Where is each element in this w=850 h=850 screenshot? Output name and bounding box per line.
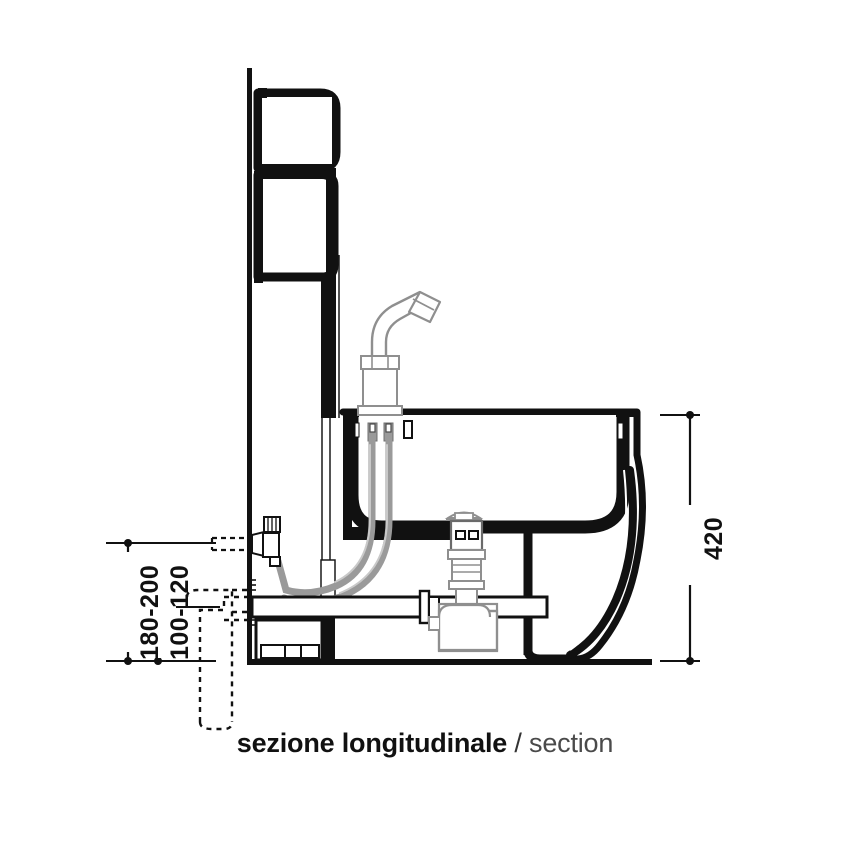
single-lever-mixer-tap: [357, 290, 442, 416]
caption-bold-part: sezione longitudinale: [236, 728, 508, 758]
dimension-label-180-200: 180-200: [136, 564, 164, 660]
dimension-420: [660, 411, 704, 665]
caption-separator: /: [507, 728, 530, 758]
horizontal-waste-pipe: [250, 589, 549, 625]
supply-hose-highlight: [334, 444, 388, 594]
drawing-caption: sezione longitudinale / section: [0, 728, 850, 759]
floor-line: [247, 659, 652, 667]
dimension-label-420: 420: [700, 516, 728, 560]
hidden-waste-connection-dashed: [185, 588, 249, 731]
dimension-label-100-120: 100-120: [166, 564, 194, 660]
installation-frame-cistern: [253, 88, 341, 663]
bottle-trap: [428, 602, 499, 653]
angle-stop-valve: [251, 516, 281, 567]
valve-extension-dashed: [210, 536, 248, 552]
caption-light-part: section: [529, 728, 614, 758]
frame-foot-detail: [254, 618, 324, 662]
wall-section: [247, 68, 254, 666]
